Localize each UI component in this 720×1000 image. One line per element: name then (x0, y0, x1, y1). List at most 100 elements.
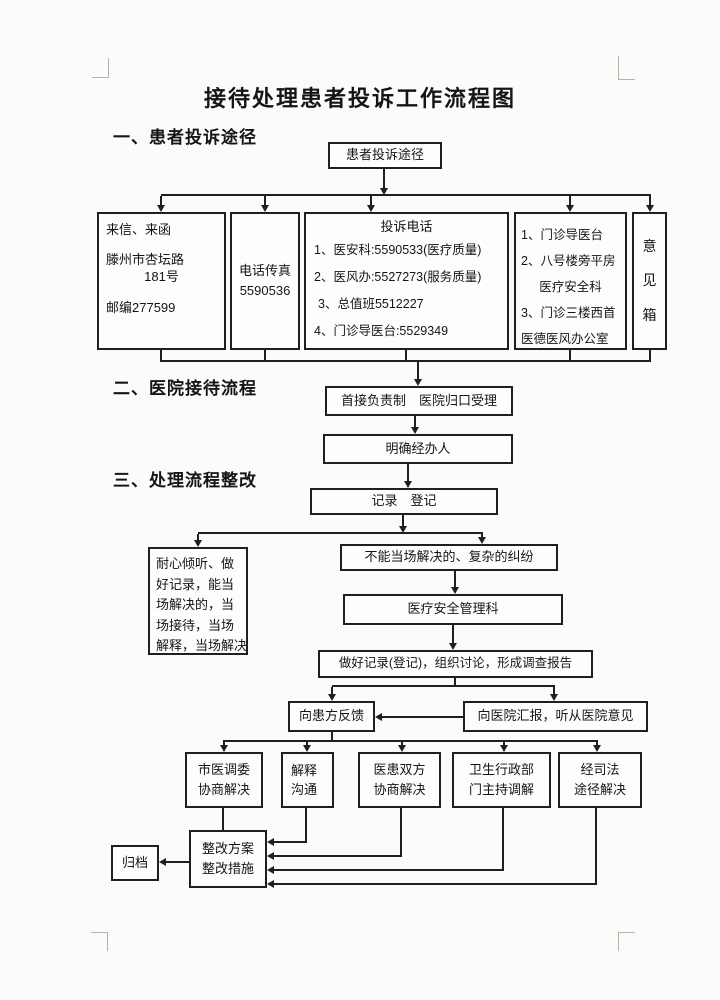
flow-line (264, 350, 266, 362)
health-admin-mediation-box: 卫生行政部 门主持调解 (452, 752, 551, 808)
flow-line (264, 196, 266, 205)
bilateral-negotiation-box: 医患双方 协商解决 (358, 752, 441, 808)
box-line: 3、总值班5512227 (318, 297, 424, 312)
box-line: 来信、来函 (106, 222, 172, 237)
box-title: 投诉电话 (380, 219, 433, 234)
channel-letter-box: 来信、来函 滕州市杏坛路 181号 邮编277599 (97, 212, 226, 350)
flow-line (402, 515, 404, 526)
crop-mark-top-left (108, 58, 109, 78)
box-line: 医疗安全管理科 (407, 601, 499, 617)
flow-line (331, 732, 333, 742)
box-line: 门主持调解 (468, 781, 534, 797)
flow-line (306, 742, 308, 745)
box-line: 不能当场解决的、复杂的纠纷 (364, 549, 534, 565)
box-line: 归档 (121, 854, 148, 870)
complex-dispute-box: 不能当场解决的、复杂的纠纷 (340, 544, 558, 571)
channel-phone-box: 投诉电话 1、医安科:5590533(医疗质量) 2、医风办:5527273(服… (304, 212, 509, 350)
box-line: 电话传真 (238, 262, 291, 278)
crop-mark-bottom-right (618, 932, 619, 951)
flow-line (274, 841, 307, 843)
arrowhead-left (267, 838, 274, 846)
flow-line (405, 350, 407, 362)
arrowhead-down (451, 587, 459, 594)
channel-fax-box: 电话传真 5590536 (230, 212, 300, 350)
arrowhead-down (404, 481, 412, 488)
arrowhead-left (267, 866, 274, 874)
arrowhead-left (159, 858, 166, 866)
flow-line (198, 532, 483, 534)
box-line: 解释，当场解决 (156, 638, 248, 653)
entry-node: 患者投诉途径 (328, 142, 442, 169)
flow-line (161, 194, 651, 196)
mediation-committee-box: 市医调委 协商解决 (185, 752, 263, 808)
crop-mark-top-left (92, 77, 109, 78)
box-line: 整改措施 (201, 861, 254, 876)
box-line: 2、医风办:5527273(服务质量) (314, 270, 482, 285)
assign-handler-box: 明确经办人 (323, 434, 513, 464)
box-line: 见 (642, 272, 657, 289)
flow-line (161, 360, 651, 362)
box-line: 首接负责制 医院归口受理 (340, 392, 497, 408)
arrowhead-down (566, 205, 574, 212)
arrowhead-down (550, 694, 558, 701)
flow-line (401, 742, 403, 745)
box-line: 协商解决 (197, 781, 250, 797)
arrowhead-down (303, 745, 311, 752)
flow-line (596, 742, 598, 745)
arrowhead-down (478, 537, 486, 544)
flow-line (274, 883, 597, 885)
box-line: 沟通 (291, 782, 318, 798)
flow-line (274, 855, 402, 857)
safety-dept-box: 医疗安全管理科 (343, 594, 563, 625)
flow-line (481, 534, 483, 537)
arrowhead-down (449, 643, 457, 650)
box-line: 1、门诊导医台 (521, 228, 603, 242)
crop-mark-top-right (618, 56, 619, 80)
box-line: 耐心倾听、做 (156, 556, 235, 571)
section-heading-2: 二、医院接待流程 (113, 379, 257, 398)
box-line: 医患双方 (373, 762, 426, 778)
box-line: 好记录，能当 (156, 576, 235, 592)
entry-node-label: 患者投诉途径 (345, 147, 424, 163)
box-line: 箱 (642, 306, 657, 323)
arrowhead-down (194, 540, 202, 547)
box-line: 途径解决 (573, 781, 626, 797)
crop-mark-bottom-left (107, 932, 108, 951)
flow-line (649, 196, 651, 205)
explain-communicate-box: 解释 沟通 (281, 752, 334, 808)
arrowhead-left (267, 880, 274, 888)
flow-line (417, 362, 419, 379)
box-line: 场解决的，当 (156, 597, 235, 612)
box-line: 市医调委 (197, 762, 250, 778)
box-line: 意 (642, 237, 657, 254)
crop-mark-top-right (618, 79, 635, 80)
flow-line (400, 808, 402, 857)
box-line: 解释 (291, 763, 318, 778)
arrowhead-left (375, 713, 382, 721)
arrowhead-down (500, 745, 508, 752)
flow-line (274, 869, 504, 871)
box-line: 记录 登记 (371, 493, 437, 509)
arrowhead-down (220, 745, 228, 752)
flow-line (503, 742, 505, 745)
flow-line (454, 678, 456, 687)
flow-line (223, 742, 225, 745)
flow-line (382, 716, 463, 718)
arrowhead-down (328, 694, 336, 701)
flow-line (166, 861, 189, 863)
arrowhead-down (414, 379, 422, 386)
flow-line (407, 464, 409, 481)
arrowhead-down (157, 205, 165, 212)
box-line: 滕州市杏坛路 (106, 252, 185, 268)
box-line: 整改方案 (201, 840, 254, 856)
flow-line (569, 196, 571, 205)
flow-line (569, 350, 571, 362)
arrowhead-down (646, 205, 654, 212)
box-line: 卫生行政部 (468, 762, 534, 778)
crop-mark-bottom-right (618, 932, 635, 933)
flow-line (414, 416, 416, 427)
channel-suggestion-box: 意 见 箱 (632, 212, 667, 350)
crop-mark-bottom-left (91, 932, 108, 933)
flow-line (223, 740, 598, 742)
